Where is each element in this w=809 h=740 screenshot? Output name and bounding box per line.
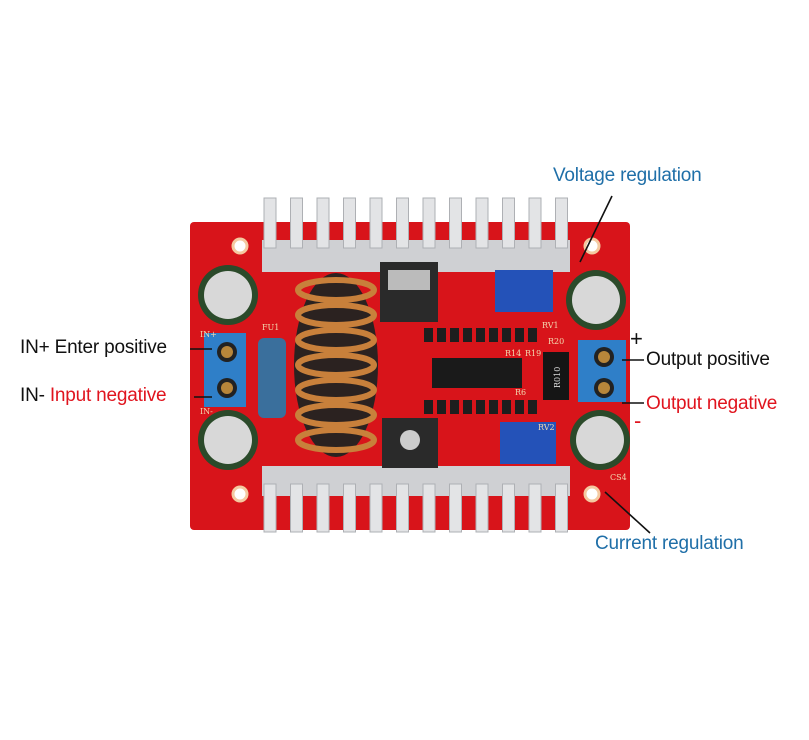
voltage-regulation-label: Voltage regulation bbox=[553, 165, 702, 186]
fuse bbox=[258, 338, 286, 418]
shunt-resistor bbox=[543, 352, 569, 400]
coil-winding bbox=[295, 352, 377, 378]
silk-rv1: RV1 bbox=[542, 321, 559, 330]
coil-winding bbox=[295, 427, 377, 453]
smd-component bbox=[450, 400, 459, 414]
coil-winding bbox=[295, 302, 377, 328]
heatsink-fin bbox=[475, 483, 489, 533]
heatsink-fin bbox=[263, 483, 277, 533]
smd-component bbox=[463, 328, 472, 342]
silk-in-minus: IN- bbox=[200, 407, 213, 416]
in-plus-text: Enter positive bbox=[54, 337, 168, 358]
silk-r14: R14 bbox=[505, 349, 521, 358]
silk-rv2: RV2 bbox=[538, 423, 555, 432]
coil-winding bbox=[295, 277, 377, 303]
smd-component bbox=[489, 328, 498, 342]
toroid-inductor bbox=[294, 273, 378, 457]
silk-in-plus: IN+ bbox=[200, 330, 217, 339]
voltage-potentiometer bbox=[495, 270, 553, 312]
coil-winding bbox=[295, 402, 377, 428]
heatsink-fin bbox=[369, 197, 383, 249]
in-minus-text: Input negative bbox=[49, 385, 167, 406]
silk-r6: R6 bbox=[515, 388, 526, 397]
heatsink-fin bbox=[263, 197, 277, 249]
heatsink-fin bbox=[502, 197, 515, 249]
heatsink-fin bbox=[290, 197, 303, 249]
input-terminal bbox=[204, 333, 246, 407]
heatsink-top bbox=[262, 197, 570, 272]
heatsink-fin bbox=[422, 197, 436, 249]
heatsink-fin bbox=[528, 483, 542, 533]
heatsink-fin bbox=[396, 197, 409, 249]
capacitors bbox=[198, 265, 630, 470]
heatsink-fin bbox=[422, 483, 436, 533]
in-plus-prefix: IN+ bbox=[20, 337, 50, 358]
heatsink-fin bbox=[502, 483, 515, 533]
smd-component bbox=[424, 328, 433, 342]
output-positive-label: Output positive bbox=[646, 349, 770, 370]
smd-component bbox=[528, 328, 537, 342]
smd-component bbox=[489, 400, 498, 414]
heatsink-fin bbox=[555, 197, 568, 249]
silk-fu1: FU1 bbox=[262, 323, 279, 332]
smd-component bbox=[476, 328, 485, 342]
smd-component bbox=[450, 328, 459, 342]
heatsink-bottom bbox=[262, 466, 570, 533]
smd-component bbox=[437, 400, 446, 414]
leader-lines bbox=[190, 195, 651, 534]
silk-r010: R010 bbox=[553, 367, 562, 388]
heatsink-fin bbox=[290, 483, 303, 533]
heatsink-fin bbox=[316, 483, 330, 533]
smd-component bbox=[515, 400, 524, 414]
heatsink-fin bbox=[396, 483, 409, 533]
heatsink-fin bbox=[369, 483, 383, 533]
smd-component bbox=[463, 400, 472, 414]
control-ic bbox=[432, 358, 522, 388]
smd-component bbox=[476, 400, 485, 414]
silk-r20: R20 bbox=[548, 337, 564, 346]
heatsink-fin bbox=[449, 483, 462, 533]
smd-component bbox=[502, 400, 511, 414]
mounting-holes bbox=[231, 237, 601, 503]
current-potentiometer bbox=[500, 422, 556, 464]
heatsink-fin bbox=[316, 197, 330, 249]
smd-component bbox=[528, 400, 537, 414]
in-minus-prefix: IN- bbox=[20, 385, 45, 406]
silk-cs4: CS4 bbox=[610, 473, 627, 482]
smd-component bbox=[515, 328, 524, 342]
output-negative-label: Output negative bbox=[646, 393, 778, 414]
smd-component bbox=[502, 328, 511, 342]
coil-winding bbox=[295, 377, 377, 403]
heatsink-fin bbox=[555, 483, 568, 533]
silk-r19: R19 bbox=[525, 349, 541, 358]
current-regulation-label: Current regulation bbox=[595, 533, 744, 554]
heatsink-fin bbox=[528, 197, 542, 249]
coil-winding bbox=[295, 327, 377, 353]
in-plus-label: IN+ Enter positive bbox=[20, 338, 167, 357]
heatsink-fin bbox=[475, 197, 489, 249]
smd-component bbox=[437, 328, 446, 342]
plus-sign: + bbox=[630, 326, 643, 351]
heatsink-fin bbox=[343, 483, 356, 533]
in-minus-label: IN- Input negative bbox=[20, 385, 167, 406]
heatsink-fin bbox=[343, 197, 356, 249]
output-terminal bbox=[578, 340, 626, 402]
heatsink-fin bbox=[449, 197, 462, 249]
smd-component bbox=[424, 400, 433, 414]
minus-sign: - bbox=[634, 408, 642, 433]
